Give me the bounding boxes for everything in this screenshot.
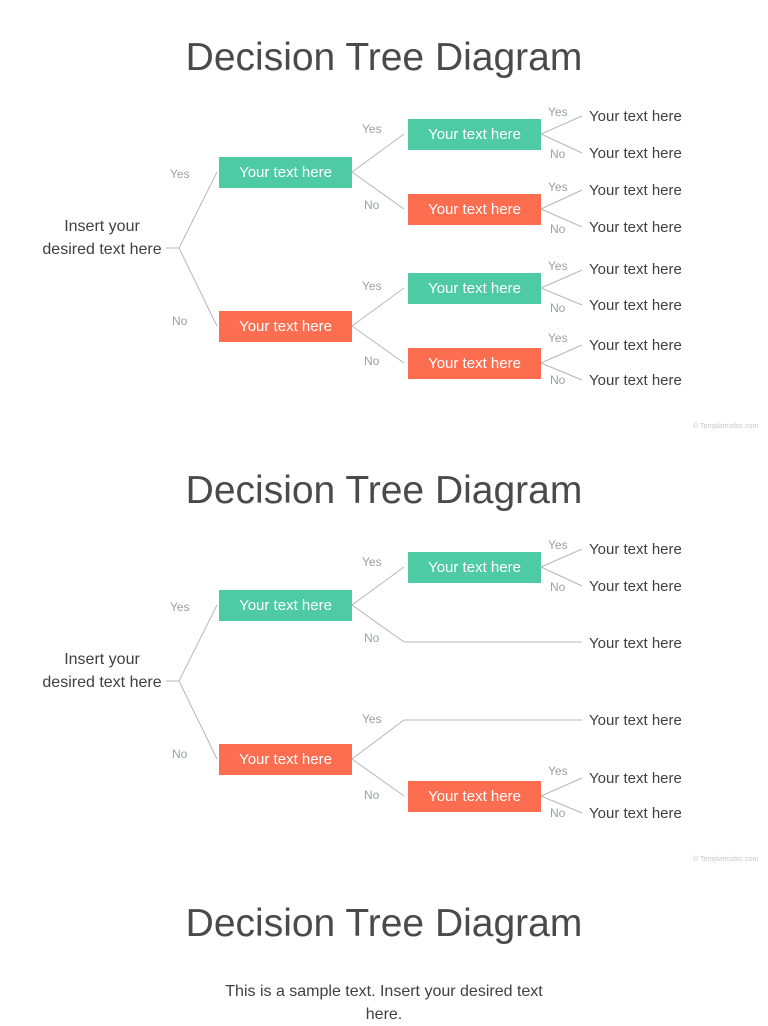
no-label: No bbox=[364, 198, 380, 212]
yes-label: Yes bbox=[362, 712, 382, 726]
slide1-leaf: Your text here bbox=[589, 108, 682, 125]
slide1-node-no-no: Your text here bbox=[408, 348, 541, 379]
slide1-leaf: Your text here bbox=[589, 182, 682, 199]
slide1-node-yes-yes: Your text here bbox=[408, 119, 541, 150]
no-label: No bbox=[364, 354, 380, 368]
slide1-leaf: Your text here bbox=[589, 372, 682, 389]
credit-text: © Templatesdoc.com bbox=[693, 423, 759, 430]
no-label: No bbox=[172, 747, 188, 761]
slide2-leaf: Your text here bbox=[589, 635, 682, 652]
slide2-leaf: Your text here bbox=[589, 770, 682, 787]
credit-text: © Templatesdoc.com bbox=[693, 856, 759, 863]
slide1-node-yes: Your text here bbox=[219, 157, 352, 188]
yes-label: Yes bbox=[362, 122, 382, 136]
slide2-node-yes-yes: Your text here bbox=[408, 552, 541, 583]
slide3-title: Decision Tree Diagram bbox=[185, 902, 583, 945]
no-label: No bbox=[364, 631, 380, 645]
no-label: No bbox=[364, 788, 380, 802]
no-label: No bbox=[550, 301, 566, 315]
no-label: No bbox=[550, 373, 566, 387]
slide2-title: Decision Tree Diagram bbox=[185, 469, 583, 512]
no-label: No bbox=[550, 147, 566, 161]
slide1-node-yes-no: Your text here bbox=[408, 194, 541, 225]
yes-label: Yes bbox=[548, 259, 568, 273]
slide3-body-text: This is a sample text. Insert your desir… bbox=[225, 983, 543, 1023]
yes-label: Yes bbox=[548, 331, 568, 345]
yes-label: Yes bbox=[548, 538, 568, 552]
yes-label: Yes bbox=[548, 105, 568, 119]
yes-label: Yes bbox=[548, 764, 568, 778]
no-label: No bbox=[550, 222, 566, 236]
no-label: No bbox=[550, 806, 566, 820]
slide1-leaf: Your text here bbox=[589, 297, 682, 314]
slide2-root-text: Insert your desired text here bbox=[42, 651, 162, 691]
yes-label: Yes bbox=[362, 279, 382, 293]
yes-label: Yes bbox=[362, 555, 382, 569]
slide1-leaf: Your text here bbox=[589, 261, 682, 278]
slide2-leaf: Your text here bbox=[589, 805, 682, 822]
slide1-node-no-yes: Your text here bbox=[408, 273, 541, 304]
slide1-title: Decision Tree Diagram bbox=[185, 36, 583, 79]
slide2-leaf: Your text here bbox=[589, 541, 682, 558]
no-label: No bbox=[550, 580, 566, 594]
slide2-node-yes: Your text here bbox=[219, 590, 352, 621]
yes-label: Yes bbox=[170, 167, 190, 181]
slide1-node-no: Your text here bbox=[219, 311, 352, 342]
slide1-leaf: Your text here bbox=[589, 337, 682, 354]
no-label: No bbox=[172, 314, 188, 328]
slide2-node-no: Your text here bbox=[219, 744, 352, 775]
yes-label: Yes bbox=[548, 180, 568, 194]
slide2-leaf: Your text here bbox=[589, 712, 682, 729]
slide2-leaf: Your text here bbox=[589, 578, 682, 595]
slide2-node-no-no: Your text here bbox=[408, 781, 541, 812]
slide1-root-text: Insert your desired text here bbox=[42, 218, 162, 258]
slide1-leaf: Your text here bbox=[589, 219, 682, 236]
yes-label: Yes bbox=[170, 600, 190, 614]
slide1-leaf: Your text here bbox=[589, 145, 682, 162]
